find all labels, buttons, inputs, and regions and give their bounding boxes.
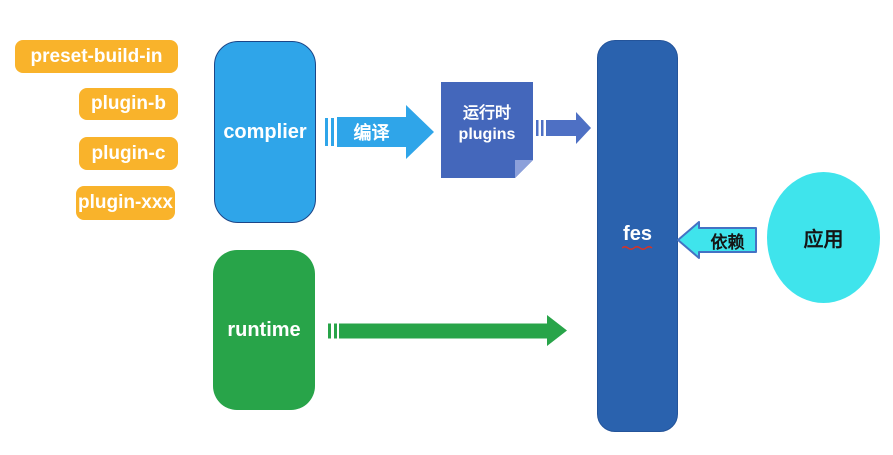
right-arrow-icon [328,315,567,346]
plugin-chip-xxx: plugin-xxx [76,186,175,220]
spellcheck-squiggle-icon [621,245,652,250]
plugin-chip-label: plugin-c [91,142,166,164]
depend-arrow-label: 依赖 [710,232,745,252]
note-line-2: plugins [458,126,516,143]
compile-arrow: 编译 [325,104,435,160]
runtime-to-fes-arrow [328,314,568,347]
plugin-chip-label: plugin-xxx [77,192,173,214]
plugin-chip-label: plugin-b [91,93,166,115]
compiler-node-label: complier [223,120,307,143]
plugin-chip-label: preset-build-in [30,45,163,67]
right-arrow-icon [325,105,434,159]
runtime-node: runtime [213,250,315,410]
fes-node-label-wrap: fes [621,222,654,250]
left-arrow-icon [677,221,757,259]
fes-node: fes [597,40,678,432]
plugin-chip-b: plugin-b [79,88,178,120]
plugin-chip-preset-build-in: preset-build-in [15,40,178,73]
plugin-chip-c: plugin-c [79,137,178,170]
right-arrow-icon [536,112,591,144]
note-line-1: 运行时 [462,105,511,123]
fes-node-label: fes [623,222,652,245]
compiler-node: complier [214,41,316,223]
compile-arrow-label: 编译 [353,123,390,143]
plugins-to-fes-arrow [536,110,592,146]
runtime-node-label: runtime [227,318,301,341]
folded-note-icon [441,82,533,178]
runtime-plugins-note: 运行时 plugins [441,82,533,178]
depend-arrow: 依赖 [677,221,757,259]
app-node-label: 应用 [803,229,844,251]
app-node: 应用 [767,172,880,303]
runtime-plugins-note-label: 运行时 plugins [441,82,533,168]
